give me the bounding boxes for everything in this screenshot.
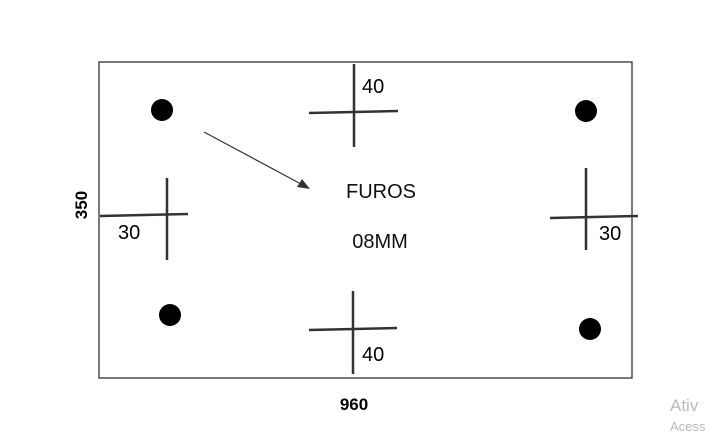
leader-arrow-line <box>203 131 302 185</box>
hole-top-right <box>575 100 597 122</box>
left-crosshair <box>99 178 189 260</box>
top-crosshair <box>308 64 399 147</box>
hole-top-left <box>151 99 173 121</box>
watermark-line-2: Acess <box>670 419 705 434</box>
width-dimension-label: 960 <box>340 395 368 414</box>
hole-bottom-right <box>579 318 601 340</box>
right-crosshair <box>549 168 639 250</box>
bottom-crosshair <box>308 291 398 374</box>
watermark-line-1: Ativ <box>670 396 699 415</box>
note-line-1: FUROS <box>346 181 416 203</box>
left-offset-label: 30 <box>118 222 140 244</box>
note-line-2: 08MM <box>352 231 408 253</box>
height-dimension-label: 350 <box>72 191 91 219</box>
top-offset-label: 40 <box>362 76 384 98</box>
hole-bottom-left <box>159 304 181 326</box>
right-offset-label: 30 <box>599 223 621 245</box>
bottom-offset-label: 40 <box>362 344 384 366</box>
plate-outline <box>98 61 633 379</box>
leader-arrowhead <box>297 179 310 189</box>
